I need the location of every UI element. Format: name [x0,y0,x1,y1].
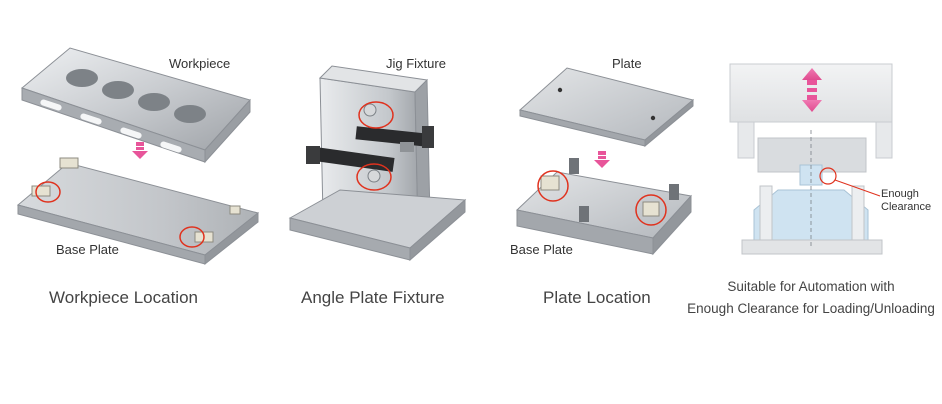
angle-plate-fixture-illustration [288,65,467,262]
automation-caption: Suitable for Automation with Enough Clea… [680,276,942,320]
panel-plate-location: Plate Base Plate Plate Location [505,0,705,404]
automation-illustration [729,63,893,255]
automation-caption-line1: Suitable for Automation with [727,279,895,294]
top-plate [518,67,695,148]
plate-label: Plate [612,56,642,71]
workpiece-location-illustration [16,47,260,266]
clearance-callout: Enough Clearance [881,188,931,214]
plate-location-caption: Plate Location [543,288,651,307]
highlight-circle [356,163,392,191]
down-arrow-icon [594,151,610,168]
workpiece-engine-head [20,47,251,164]
highlight-circle [358,101,394,129]
up-down-arrow-icon [802,68,822,112]
highlight-circle [179,226,205,248]
panel-workpiece-location: Workpiece Base Plate Workpiece Location [0,0,260,404]
panel-automation: Enough Clearance Suitable for Automation… [680,0,942,404]
automation-caption-line2: Enough Clearance for Loading/Unloading [687,301,935,316]
workpiece-label: Workpiece [169,56,231,71]
highlight-circle [635,194,667,226]
jig-fixture [306,103,434,183]
jig-fixture-label: Jig Fixture [386,56,446,71]
angle-plate-fixture-caption: Angle Plate Fixture [301,288,445,307]
base-plate [16,157,260,266]
down-arrow-icon [132,142,148,159]
clearance-callout-line2: Clearance [881,201,932,213]
highlight-circle [819,167,837,185]
base-plate-label: Base Plate [510,242,573,257]
clearance-callout-line1: Enough [881,188,919,200]
highlight-circle [537,170,569,202]
panel-angle-plate-fixture: Jig Fixture Angle Plate Fixture [270,0,470,404]
highlight-circle [35,181,61,203]
base-plate-label: Base Plate [56,242,119,257]
press-base [741,239,883,255]
base-plate [515,158,692,256]
plate-location-illustration [515,67,695,256]
workpiece-location-caption: Workpiece Location [49,288,198,307]
